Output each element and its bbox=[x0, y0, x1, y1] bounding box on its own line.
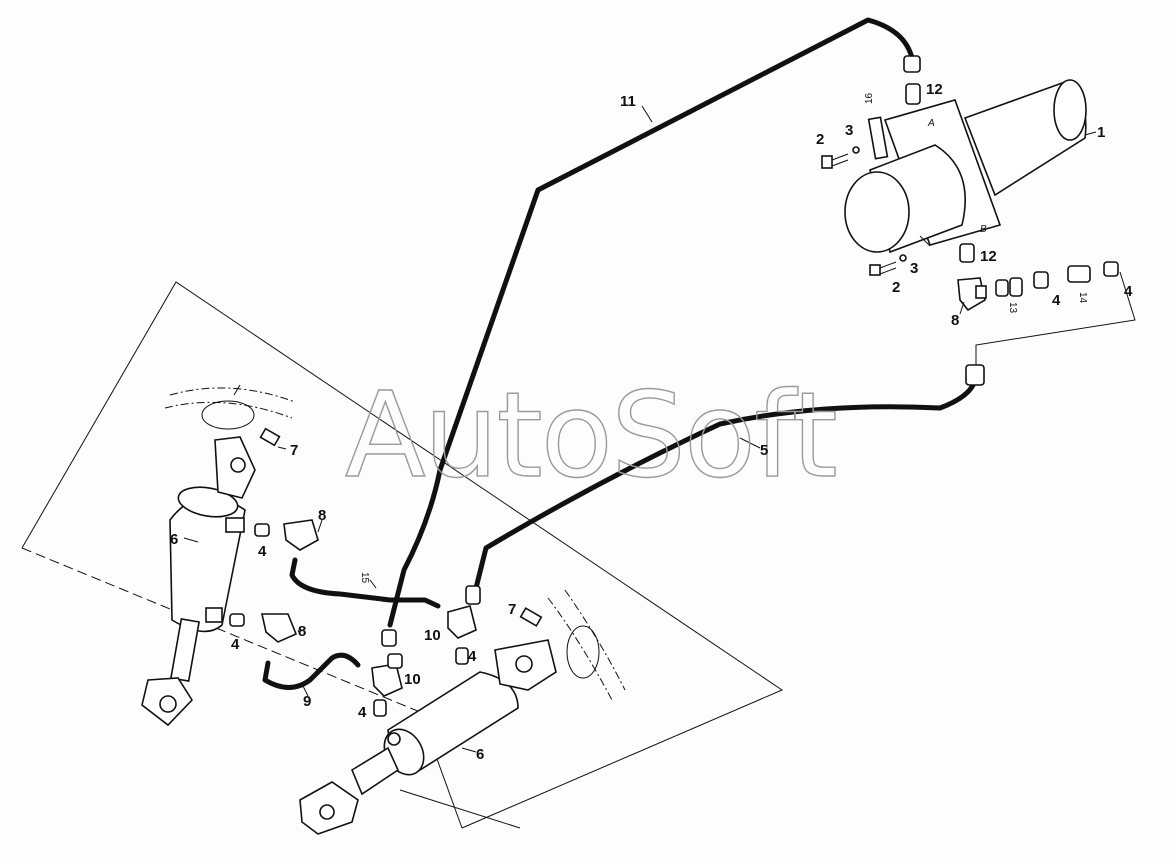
fitting-5-end bbox=[965, 364, 985, 386]
hose-15 bbox=[289, 557, 441, 609]
callout-1: 1 bbox=[1097, 124, 1105, 141]
callout-7-left: 7 bbox=[290, 442, 298, 459]
callout-7-right: 7 bbox=[508, 601, 516, 618]
fitting-4-right-a bbox=[455, 647, 469, 665]
grease-fitting-7-right bbox=[519, 607, 543, 627]
hydraulic-pump bbox=[844, 79, 1087, 254]
hydraulic-cylinder-right bbox=[299, 639, 557, 835]
fitting-12-upper bbox=[903, 55, 921, 105]
fitting-4-left-lower bbox=[229, 613, 245, 627]
tee-10-lower bbox=[371, 629, 403, 697]
fitting-4-pump-a bbox=[1033, 271, 1049, 289]
callout-11: 11 bbox=[620, 93, 636, 110]
washer-3-upper bbox=[852, 146, 860, 154]
callout-14: 14 bbox=[1077, 292, 1088, 304]
callout-8-pump: 8 bbox=[951, 312, 959, 329]
hose-11 bbox=[387, 17, 915, 628]
callout-4-pump-a: 4 bbox=[1052, 292, 1061, 309]
pump-mark-a: A bbox=[927, 118, 935, 129]
callout-3-lower: 3 bbox=[910, 260, 918, 277]
callout-2-lower: 2 bbox=[892, 279, 900, 296]
callout-13: 13 bbox=[1007, 302, 1018, 314]
callout-10-lower: 10 bbox=[404, 671, 421, 688]
callout-12-lower: 12 bbox=[980, 248, 997, 265]
tee-10-upper bbox=[447, 585, 481, 639]
pump-mark-b: B bbox=[980, 224, 987, 235]
fitting-13 bbox=[995, 277, 1023, 297]
callout-6-right: 6 bbox=[476, 746, 484, 763]
watermark: AutoSoft bbox=[345, 366, 836, 504]
callout-4-left-upper: 4 bbox=[258, 543, 267, 560]
callout-10-upper: 10 bbox=[424, 627, 441, 644]
callout-15: 15 bbox=[359, 572, 370, 584]
fitting-14 bbox=[1067, 265, 1091, 283]
bolt-2-upper bbox=[821, 153, 849, 169]
fitting-12-lower bbox=[959, 243, 975, 263]
frame-bracket-right bbox=[547, 589, 626, 701]
callout-3-upper: 3 bbox=[845, 122, 853, 139]
callout-2-upper: 2 bbox=[816, 131, 824, 148]
hose-9 bbox=[262, 652, 361, 690]
grease-fitting-7-left bbox=[259, 427, 281, 447]
callout-8-left-lower: 8 bbox=[298, 623, 306, 640]
elbow-8-left-lower bbox=[261, 613, 298, 643]
callout-9: 9 bbox=[303, 693, 311, 710]
fitting-4-pump-b bbox=[1103, 261, 1119, 277]
callout-4-right-b: 4 bbox=[358, 704, 367, 721]
callout-16: 16 bbox=[864, 92, 875, 104]
callout-4-left-lower: 4 bbox=[231, 636, 240, 653]
callout-6-left: 6 bbox=[170, 531, 178, 548]
callout-5: 5 bbox=[760, 442, 768, 459]
callout-12-upper: 12 bbox=[926, 81, 943, 98]
frame-bracket-left bbox=[164, 384, 296, 430]
hose-5 bbox=[473, 271, 1136, 591]
bolt-2-lower bbox=[869, 261, 897, 276]
callout-8-left-upper: 8 bbox=[318, 507, 326, 524]
elbow-8-pump bbox=[957, 277, 987, 312]
elbow-8-left-upper bbox=[283, 519, 319, 551]
callout-4-right-a: 4 bbox=[468, 648, 477, 665]
fitting-4-right-b bbox=[373, 699, 387, 717]
callout-4-pump-b: 4 bbox=[1124, 283, 1133, 300]
hydraulic-cylinder-left bbox=[141, 436, 256, 727]
fitting-4-left-upper bbox=[254, 523, 270, 537]
leader-lines bbox=[183, 105, 1097, 753]
washer-3-lower bbox=[899, 254, 907, 262]
